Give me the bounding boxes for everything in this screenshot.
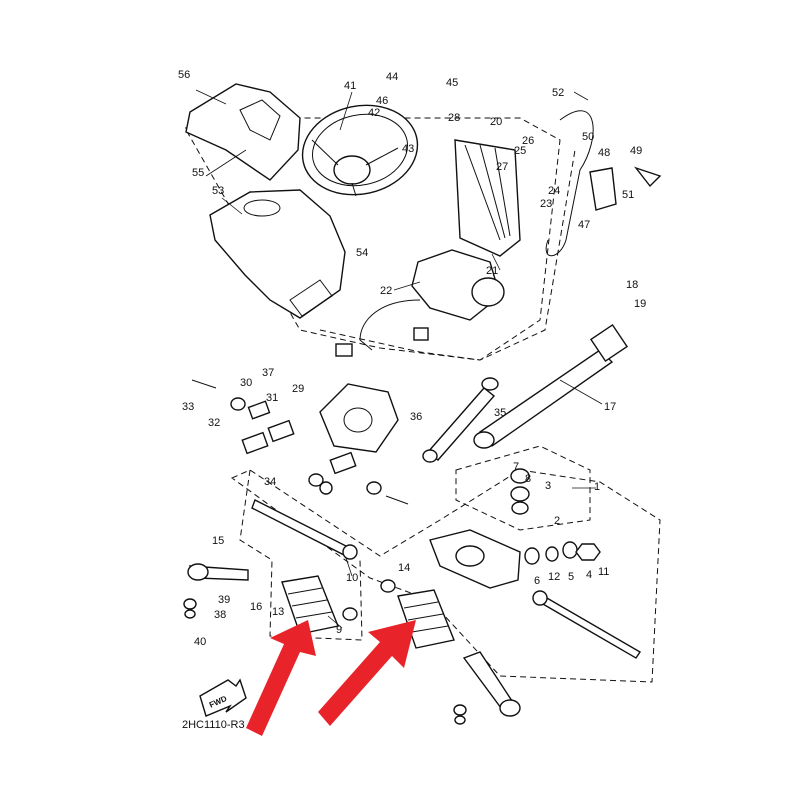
callout-8: 8 <box>525 473 531 485</box>
callout-38: 38 <box>214 609 226 621</box>
callout-51: 51 <box>622 189 634 201</box>
callout-49: 49 <box>630 145 642 157</box>
tie-rod-left <box>183 563 249 619</box>
callout-10-left: 10 <box>346 572 358 584</box>
callout-11: 11 <box>598 566 609 578</box>
callout-28: 28 <box>448 112 460 124</box>
tie-rod-right <box>453 651 521 725</box>
highlight-arrows <box>246 620 416 736</box>
rack-boot-left <box>281 575 358 635</box>
callout-56: 56 <box>178 69 190 81</box>
callout-17: 17 <box>604 401 616 413</box>
callout-2: 2 <box>554 515 560 527</box>
callout-40: 40 <box>194 636 206 648</box>
steering-wheel <box>301 104 419 197</box>
callout-19: 19 <box>634 298 646 310</box>
callout-22: 22 <box>380 285 392 297</box>
callout-53: 53 <box>212 185 224 197</box>
callout-36: 36 <box>410 411 422 423</box>
callout-46: 46 <box>376 95 388 107</box>
callout-3: 3 <box>545 480 551 492</box>
callout-41: 41 <box>344 80 356 92</box>
callout-15-left: 15 <box>212 535 224 547</box>
callout-44: 44 <box>386 71 398 83</box>
callout-37: 37 <box>262 367 274 379</box>
callout-7: 7 <box>513 461 519 473</box>
callout-23: 23 <box>540 198 552 210</box>
callout-42: 42 <box>368 107 380 119</box>
callout-13-left: 13 <box>272 606 284 618</box>
callout-50: 50 <box>582 131 594 143</box>
callout-21: 21 <box>486 265 498 277</box>
callout-52: 52 <box>552 87 564 99</box>
callout-33: 33 <box>182 401 194 413</box>
bushings-left <box>191 379 409 505</box>
callout-16-left: 16 <box>250 601 262 613</box>
pedal-linkage <box>545 110 662 257</box>
steering-rack <box>251 499 641 659</box>
diagram-code: 2HC1110-R3 <box>182 719 245 731</box>
callout-18: 18 <box>626 279 638 291</box>
leader-lines <box>195 89 603 629</box>
callout-39: 39 <box>218 594 230 606</box>
callout-27: 27 <box>496 161 508 173</box>
callout-5: 5 <box>568 571 574 583</box>
callout-47: 47 <box>578 219 590 231</box>
callout-35: 35 <box>494 407 506 419</box>
fwd-direction-badge: FWD <box>199 678 247 717</box>
callout-54: 54 <box>356 247 368 259</box>
upper-cover <box>185 83 301 181</box>
callout-4: 4 <box>586 569 592 581</box>
callout-26: 26 <box>522 135 534 147</box>
callout-29: 29 <box>292 383 304 395</box>
callout-43: 43 <box>402 143 414 155</box>
callout-24: 24 <box>548 185 560 197</box>
callout-14: 14 <box>398 562 410 574</box>
callout-6: 6 <box>534 575 540 587</box>
intermediate-shaft <box>473 323 629 449</box>
callout-32: 32 <box>208 417 220 429</box>
callout-9-left: 9 <box>336 624 342 636</box>
callout-1: 1 <box>594 481 600 493</box>
callout-31: 31 <box>266 392 278 404</box>
callout-12: 12 <box>548 571 560 583</box>
callout-20: 20 <box>490 116 502 128</box>
lower-cover <box>209 189 346 319</box>
column-assembly <box>335 139 521 357</box>
callout-34: 34 <box>264 476 276 488</box>
callout-55: 55 <box>192 167 204 179</box>
callout-30: 30 <box>240 377 252 389</box>
callout-numbers: 1 2 3 4 5 6 7 8 9 10 11 12 13 14 15 16 1… <box>178 69 646 648</box>
rack-seals <box>510 468 601 565</box>
red-arrow-right <box>318 620 416 726</box>
red-arrow-left <box>246 620 316 736</box>
callout-45: 45 <box>446 77 458 89</box>
callout-25: 25 <box>514 145 526 157</box>
callout-48: 48 <box>598 147 610 159</box>
steering-damper <box>422 377 499 463</box>
column-mount-bracket <box>319 383 399 453</box>
